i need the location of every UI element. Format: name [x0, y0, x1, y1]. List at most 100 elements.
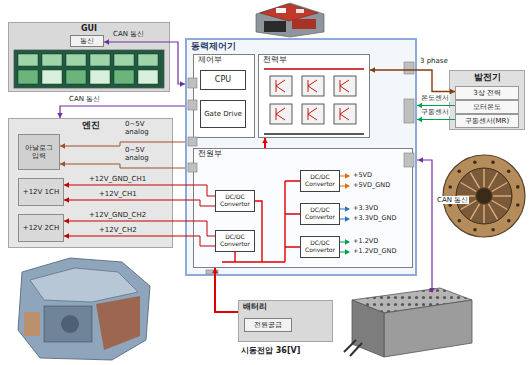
connector-label: +12V_CH2 — [98, 226, 138, 234]
signal-name: +5VD_GND — [352, 182, 391, 189]
arrow-head — [262, 138, 268, 143]
connector-label: +12V_GND_CH2 — [88, 211, 147, 219]
generator-spoke — [461, 201, 477, 210]
gate-drive-block: Gate Drive — [200, 100, 246, 128]
connector-label: +12V_CH1 — [98, 190, 138, 198]
connector-label: 3 phase — [419, 57, 449, 65]
power-channel: +12V 1CH — [18, 178, 64, 206]
box-text: DC/DC Convertor — [218, 234, 252, 248]
generator-bolt — [473, 228, 477, 232]
connector-line — [417, 119, 455, 120]
box-text: 3상 전력 — [473, 89, 501, 97]
connector-line — [60, 106, 185, 118]
connector-line — [104, 42, 185, 84]
battery-panel: 배터리전원공급 — [238, 300, 333, 342]
arrow-head — [345, 173, 350, 179]
switch-symbol — [340, 80, 349, 92]
arrow-head — [64, 233, 69, 239]
controller-ports — [188, 62, 414, 274]
arrow-head — [345, 206, 350, 212]
arrow-head — [60, 161, 65, 167]
generator-illustration — [443, 155, 525, 237]
generator-bolt — [507, 219, 511, 223]
switch-symbol — [276, 108, 285, 120]
switch-symbol — [276, 80, 285, 92]
arrow-head — [345, 239, 350, 245]
arrow-head — [345, 249, 350, 255]
controller-photo — [256, 3, 324, 37]
generator-spokes — [448, 160, 519, 231]
generator-bolt — [473, 160, 477, 164]
connector — [64, 182, 215, 196]
gui-widget — [114, 70, 134, 84]
box-text: +12V 2CH — [23, 224, 59, 232]
arrow-head — [429, 288, 435, 293]
gui-widgets — [18, 54, 158, 84]
connector — [417, 103, 455, 109]
generator-spoke — [471, 173, 480, 189]
connector — [60, 161, 185, 168]
connector — [64, 197, 215, 206]
connector-line — [264, 138, 266, 148]
gui-widget — [138, 54, 158, 66]
generator-bolt — [448, 185, 452, 189]
box-text: 통신 — [80, 37, 94, 45]
arrow-head — [345, 183, 350, 189]
comm-port: 통신 — [70, 35, 104, 47]
generator-bolt — [516, 203, 520, 207]
box-heading: 발전기 — [454, 72, 520, 82]
converter-outputs — [340, 173, 350, 255]
arrow-head — [60, 143, 65, 149]
battery-pack-illustration — [344, 288, 472, 357]
switch-module — [270, 104, 292, 124]
arrow-head — [370, 67, 375, 73]
generator-spoke — [489, 204, 498, 220]
can-bus-line — [417, 160, 432, 292]
gui-panel: GUI통신 — [8, 22, 170, 92]
switch-module — [302, 104, 324, 124]
power-stage-switches — [264, 69, 364, 134]
generator-spoke — [492, 183, 508, 192]
generator-spoke — [471, 204, 480, 220]
connector-line — [60, 142, 185, 146]
connector — [262, 138, 268, 148]
switch-symbol — [308, 80, 317, 92]
arrow-head — [64, 182, 69, 188]
connector — [104, 39, 185, 87]
connector-line — [64, 185, 215, 196]
can-bus-wire — [417, 157, 435, 293]
output-wire — [340, 176, 349, 177]
generator-spoke — [483, 205, 484, 223]
generator-panel: 발전기3상 전력모터온도구동센서(MR) — [449, 70, 525, 130]
generator-bolt — [448, 203, 452, 207]
connector — [417, 117, 455, 123]
arrow-head — [345, 216, 350, 222]
switch-module — [270, 76, 292, 96]
cpu-block: CPU — [200, 70, 246, 90]
connector — [370, 67, 455, 94]
switch-module — [334, 76, 356, 96]
connector-label: CAN 통신 — [68, 95, 101, 103]
box-text: DC/DC Convertor — [303, 174, 337, 188]
power-feed-wires — [222, 181, 300, 262]
arrow-head — [64, 197, 69, 203]
arrow-head — [417, 103, 422, 109]
note-label: 시동전압 36[V] — [240, 346, 301, 355]
generator-bolt — [457, 219, 461, 223]
box-heading: 동력제어기 — [191, 41, 411, 51]
generator-signal: 모터온도 — [455, 100, 519, 114]
connector — [60, 142, 185, 149]
generator-bolt — [516, 185, 520, 189]
gui-widget — [42, 70, 62, 84]
power-controller: 동력제어기제어부CPUGate Drive전력부전원부DC/DC Convert… — [185, 38, 417, 276]
output-wire — [340, 186, 349, 187]
arrow-head — [180, 81, 185, 87]
generator-bolt — [457, 169, 461, 173]
gui-widget — [66, 70, 86, 84]
signal-name: +3.3VD_GND — [352, 215, 397, 222]
power-section: 전력부 — [258, 54, 370, 138]
connector-line — [64, 200, 215, 206]
connector — [64, 218, 215, 236]
connector-line — [60, 164, 185, 168]
gui-widget — [66, 54, 86, 66]
